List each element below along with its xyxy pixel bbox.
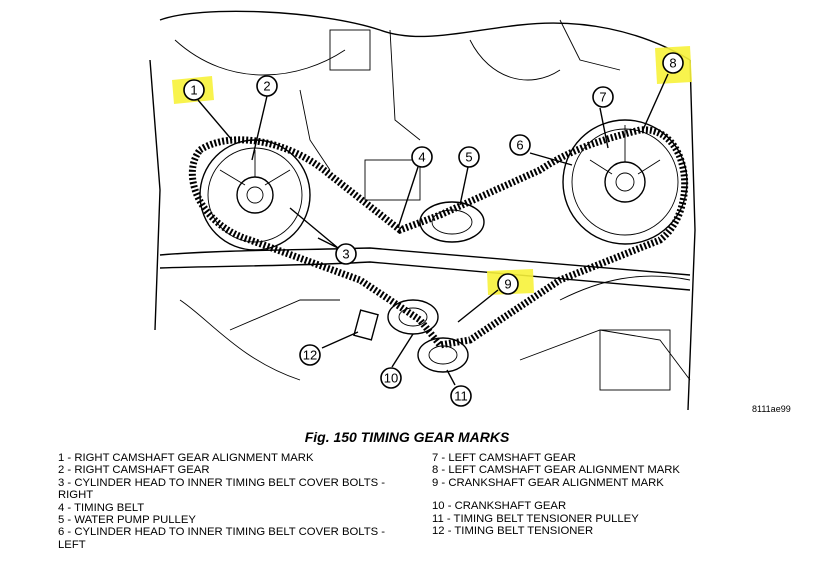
legend-item: 9 - CRANKSHAFT GEAR ALIGNMENT MARK bbox=[432, 476, 664, 489]
coolant-pipe bbox=[159, 247, 691, 291]
callout-number: 8 bbox=[669, 56, 676, 71]
callout-number: 10 bbox=[384, 371, 398, 386]
callout-circle bbox=[458, 146, 480, 168]
legend-right-column: 7 - LEFT CAMSHAFT GEAR 8 - LEFT CAMSHAFT… bbox=[432, 452, 782, 537]
legend-item: 11 - TIMING BELT TENSIONER PULLEY bbox=[432, 512, 639, 525]
callout-circle bbox=[497, 273, 519, 295]
callout-4: 4 bbox=[411, 146, 433, 168]
callout-8: 8 bbox=[662, 52, 684, 74]
legend-item: 2 - RIGHT CAMSHAFT GEAR bbox=[58, 464, 210, 477]
highlight-marks bbox=[172, 46, 692, 295]
callout-3: 3 bbox=[335, 243, 357, 265]
figure-title: Fig. 150 TIMING GEAR MARKS bbox=[304, 429, 510, 445]
leader-lines bbox=[197, 73, 669, 386]
callout-9: 9 bbox=[497, 273, 519, 295]
callout-12: 12 bbox=[299, 344, 321, 366]
callout-circle bbox=[592, 86, 614, 108]
legend-item: 4 - TIMING BELT bbox=[58, 501, 145, 514]
figure-reference-code: 8111ae99 bbox=[752, 404, 791, 414]
callout-circle bbox=[450, 385, 472, 407]
belt-tensioner bbox=[353, 309, 379, 341]
callout-circle bbox=[380, 367, 402, 389]
callout-number: 3 bbox=[342, 247, 349, 262]
callout-number: 4 bbox=[418, 150, 425, 165]
callout-2: 2 bbox=[256, 75, 278, 97]
legend-item: RIGHT bbox=[58, 489, 94, 502]
timing-belt bbox=[188, 126, 689, 349]
callout-number: 7 bbox=[599, 90, 606, 105]
callout-number: 12 bbox=[303, 348, 317, 363]
callout-5: 5 bbox=[458, 146, 480, 168]
callout-number: 6 bbox=[516, 138, 523, 153]
callout-number: 11 bbox=[454, 389, 468, 404]
callout-10: 10 bbox=[380, 367, 402, 389]
callout-circle bbox=[662, 52, 684, 74]
legend-spacer bbox=[432, 489, 782, 500]
tensioner-pulley bbox=[387, 299, 439, 335]
callout-number: 2 bbox=[263, 79, 270, 94]
callout-7: 7 bbox=[592, 86, 614, 108]
callout-circle bbox=[509, 134, 531, 156]
crankshaft-gear bbox=[417, 337, 469, 373]
legend-left-column: 1 - RIGHT CAMSHAFT GEAR ALIGNMENT MARK 2… bbox=[58, 452, 408, 551]
callout-6: 6 bbox=[509, 134, 531, 156]
legend-item: LEFT bbox=[58, 538, 86, 551]
legend-item: 6 - CYLINDER HEAD TO INNER TIMING BELT C… bbox=[58, 526, 386, 539]
legend-item: 12 - TIMING BELT TENSIONER bbox=[432, 525, 594, 538]
right-camshaft-gear bbox=[199, 139, 311, 251]
legend-item: 7 - LEFT CAMSHAFT GEAR bbox=[432, 452, 576, 464]
legend-item: 8 - LEFT CAMSHAFT GEAR ALIGNMENT MARK bbox=[432, 464, 680, 477]
engine-linework bbox=[149, 10, 696, 411]
legend-item: 1 - RIGHT CAMSHAFT GEAR ALIGNMENT MARK bbox=[58, 452, 314, 464]
legend-item: 3 - CYLINDER HEAD TO INNER TIMING BELT C… bbox=[58, 476, 386, 489]
legend-item: 5 - WATER PUMP PULLEY bbox=[58, 514, 196, 527]
callout-circle bbox=[335, 243, 357, 265]
callout-circle bbox=[183, 79, 205, 101]
callout-number: 9 bbox=[504, 277, 511, 292]
legend-item: 10 - CRANKSHAFT GEAR bbox=[432, 500, 567, 513]
callout-number: 1 bbox=[190, 83, 197, 98]
callout-circle bbox=[256, 75, 278, 97]
callout-circle bbox=[411, 146, 433, 168]
callout-1: 1 bbox=[183, 79, 205, 101]
callout-number: 5 bbox=[465, 150, 472, 165]
callout-circle bbox=[299, 344, 321, 366]
left-camshaft-gear bbox=[562, 119, 688, 245]
water-pump-pulley bbox=[419, 201, 485, 243]
callout-11: 11 bbox=[450, 385, 472, 407]
